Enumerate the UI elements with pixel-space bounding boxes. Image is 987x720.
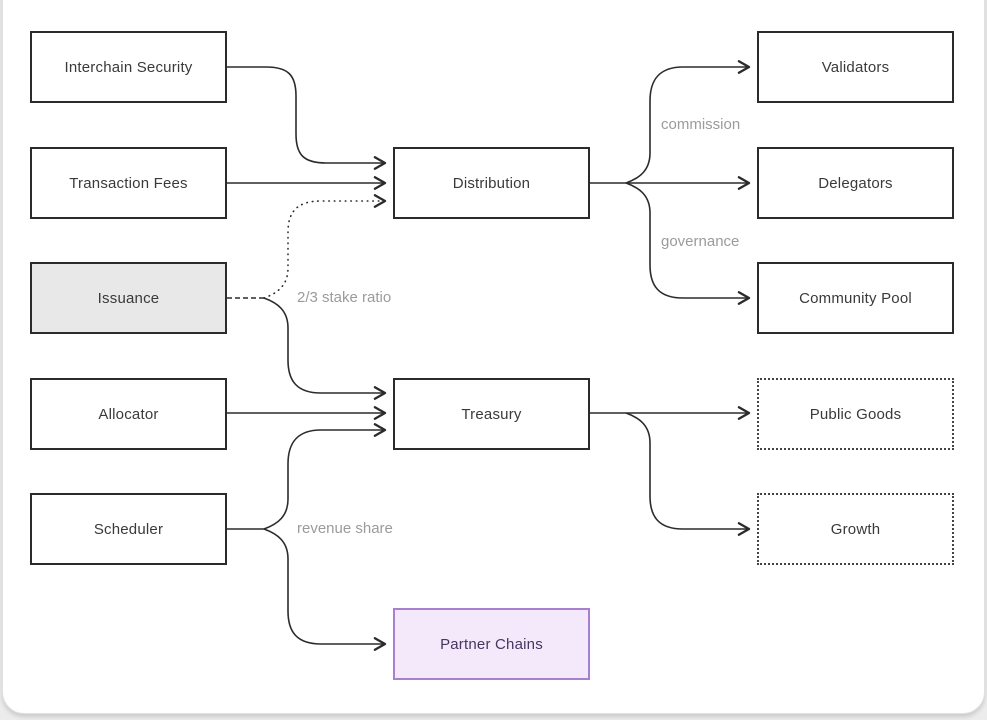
edge-issuance-to-treasury xyxy=(263,297,387,400)
edge-scheduler-to-partner-chains xyxy=(263,528,387,651)
edge-label-commission: commission xyxy=(661,116,741,133)
node-distribution: Distribution xyxy=(393,147,590,219)
node-label: Allocator xyxy=(98,405,159,423)
node-label: Transaction Fees xyxy=(69,174,188,192)
node-label: Public Goods xyxy=(809,405,902,423)
node-label: Distribution xyxy=(452,174,531,192)
node-interchain-security: Interchain Security xyxy=(30,31,227,103)
edge-issuance-to-distribution xyxy=(263,194,387,299)
edge-label-stake-ratio: 2/3 stake ratio xyxy=(297,289,392,306)
node-label: Validators xyxy=(821,58,890,76)
node-label: Partner Chains xyxy=(440,635,543,653)
node-label: Community Pool xyxy=(799,289,912,307)
node-public-goods: Public Goods xyxy=(757,378,954,450)
node-label: Treasury xyxy=(461,405,522,423)
edge-label-governance: governance xyxy=(661,233,740,250)
edge-scheduler-to-treasury xyxy=(263,423,387,530)
node-issuance: Issuance xyxy=(30,262,227,334)
edge-label-revenue-share: revenue share xyxy=(297,520,393,537)
edge-distribution-to-community-pool xyxy=(625,182,751,305)
node-label: Growth xyxy=(830,520,881,538)
node-label: Interchain Security xyxy=(64,58,193,76)
node-scheduler: Scheduler xyxy=(30,493,227,565)
node-transaction-fees: Transaction Fees xyxy=(30,147,227,219)
node-validators: Validators xyxy=(757,31,954,103)
edge-distribution-to-validators xyxy=(625,60,751,184)
node-partner-chains: Partner Chains xyxy=(393,608,590,680)
node-label: Issuance xyxy=(97,289,160,307)
node-growth: Growth xyxy=(757,493,954,565)
edge-treasury-to-growth xyxy=(625,412,751,536)
node-delegators: Delegators xyxy=(757,147,954,219)
node-allocator: Allocator xyxy=(30,378,227,450)
node-community-pool: Community Pool xyxy=(757,262,954,334)
node-label: Delegators xyxy=(818,174,893,192)
node-treasury: Treasury xyxy=(393,378,590,450)
edge-interchain-security-to-distribution xyxy=(227,66,387,170)
node-label: Scheduler xyxy=(93,520,164,538)
